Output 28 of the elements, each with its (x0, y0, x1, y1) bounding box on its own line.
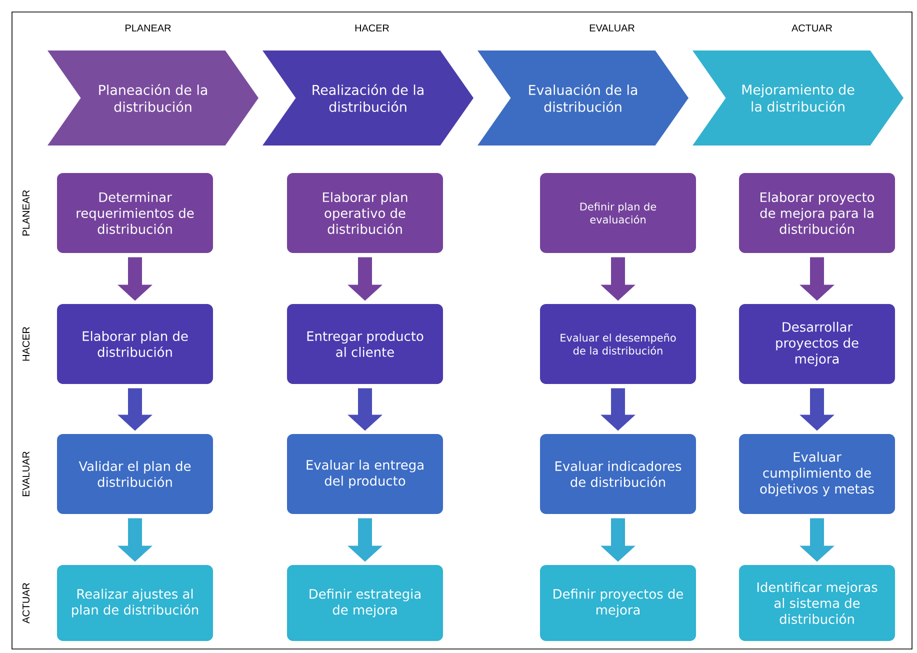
row-label: PLANEAR (22, 190, 30, 236)
process-box: Determinar requerimientos de distribución (57, 173, 213, 253)
row-label: EVALUAR (22, 452, 30, 496)
process-box: Evaluar indicadores de distribución (540, 434, 696, 514)
process-box: Realizar ajustes al plan de distribución (57, 565, 213, 641)
process-box: Evaluar la entrega del producto (287, 434, 443, 514)
column-label: PLANEAR (126, 24, 171, 32)
process-box: Identificar mejoras al sistema de distribución (739, 565, 895, 641)
process-box: Definir estrategia de mejora (287, 565, 443, 641)
process-box: Elaborar plan de distribución (57, 304, 213, 384)
process-box: Entregar producto al cliente (287, 304, 443, 384)
row-label: ACTUAR (22, 583, 30, 624)
process-box: Elaborar plan operativo de distribución (287, 173, 443, 253)
process-box: Desarrollar proyectos de mejora (739, 304, 895, 384)
phase-banner: Mejoramiento de la distribución (692, 50, 904, 146)
process-box: Validar el plan de distribución (57, 434, 213, 514)
process-box: Evaluar el desempeño de la distribución (540, 304, 696, 384)
process-box: Definir plan de evaluación (540, 173, 696, 253)
phase-banner: Evaluación de la distribución (478, 50, 688, 146)
phase-banner: Realización de la distribución (262, 50, 474, 146)
column-label: HACER (355, 24, 389, 32)
row-label: HACER (22, 327, 30, 361)
process-box: Definir proyectos de mejora (540, 565, 696, 641)
column-label: EVALUAR (590, 24, 634, 32)
phase-banner: Planeación de la distribución (48, 50, 258, 146)
process-box: Elaborar proyecto de mejora para la distribución (739, 173, 895, 253)
column-label: ACTUAR (792, 24, 832, 32)
process-box: Evaluar cumplimiento de objetivos y metas (739, 434, 895, 514)
